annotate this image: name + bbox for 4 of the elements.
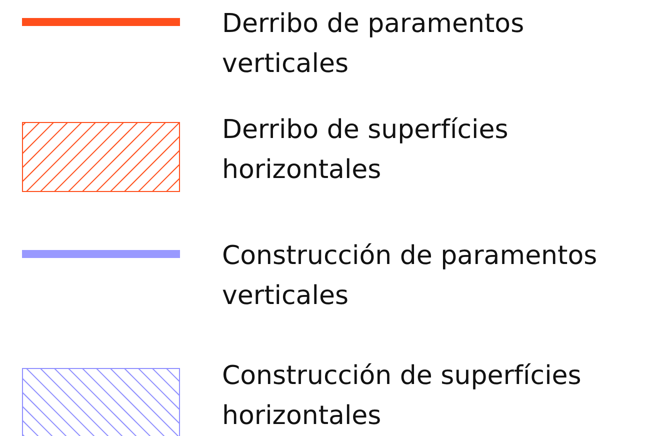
legend-text: Derribo de superfícies horizontales [222,114,510,187]
legend-text: Construcción de paramentos verticales [222,240,598,313]
legend-text: Construcción de superfícies horizontales [222,360,582,433]
legend-text: Derribo de paramentos verticales [222,8,526,81]
